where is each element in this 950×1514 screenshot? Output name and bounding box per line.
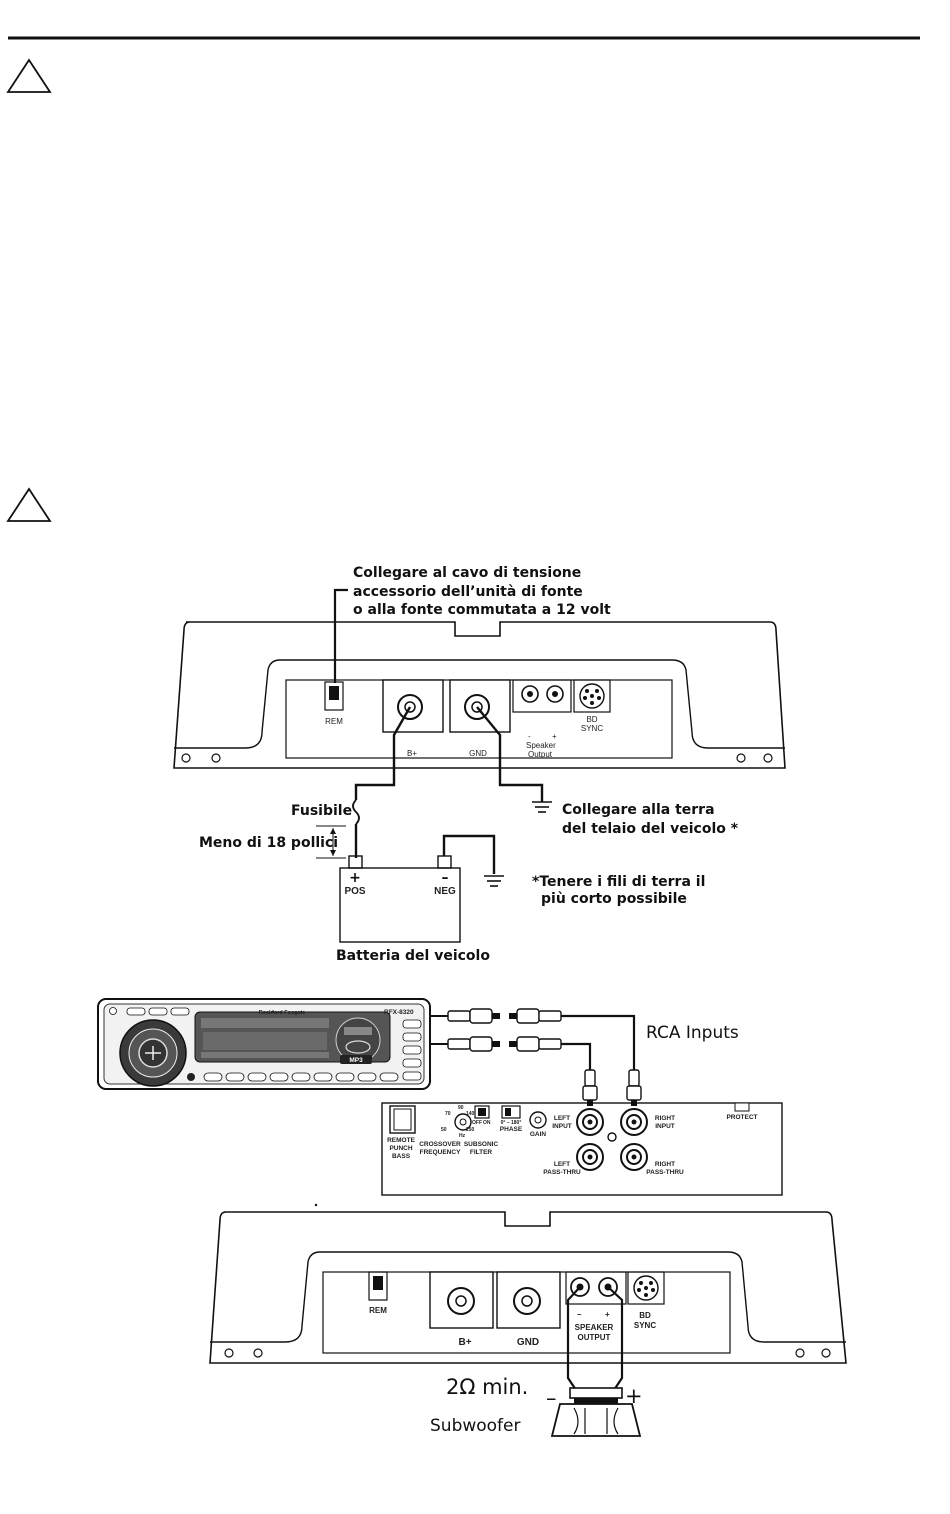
remote-label-2: PUNCH [389, 1145, 412, 1152]
distance-marker [316, 825, 346, 859]
remote-note-line-3: o alla fonte commutata a 12 volt [353, 602, 611, 618]
gnd-label: GND [469, 749, 487, 758]
speaker-wire-negative [566, 1286, 581, 1391]
remote-wire [333, 588, 348, 683]
distance-label: Meno di 18 pollici [199, 835, 338, 851]
right-pass-label-2: PASS-THRU [646, 1169, 684, 1176]
bplus-label: B+ [407, 749, 417, 758]
crossover-label-1: CROSSOVER [419, 1141, 461, 1148]
right-input-label-1: RIGHT [655, 1115, 675, 1122]
amplifier-top-view: REM B+ GND - + Speaker Output BD SYNC [173, 621, 786, 769]
neg-label: NEG [434, 886, 456, 897]
warning-triangle-icon [6, 487, 52, 522]
ground-wire [476, 706, 544, 802]
rca-inputs-label: RCA Inputs [646, 1023, 739, 1043]
left-pass-label-1: LEFT [554, 1161, 570, 1168]
right-input-label-2: INPUT [655, 1123, 675, 1130]
bd-label: BD [586, 715, 597, 724]
speaker-label: Speaker [526, 741, 556, 750]
pos-label: POS [344, 886, 365, 897]
amplifier-input-panel: REMOTE PUNCH BASS 70 90 140 50 250 Hz CR… [381, 1102, 783, 1196]
subsonic-label-1: SUBSONIC [464, 1141, 499, 1148]
chassis-ground-icon [532, 801, 552, 813]
output-label-bottom: OUTPUT [578, 1333, 611, 1342]
subsonic-label-2: FILTER [470, 1149, 493, 1156]
phase-label: PHASE [500, 1126, 523, 1133]
remote-note-line-1: Collegare al cavo di tensione [353, 565, 581, 581]
chassis-ground-line-2: del telaio del veicolo * [562, 821, 739, 837]
model-label: RFX-8320 [384, 1009, 414, 1016]
mp3-badge: MP3 [349, 1057, 363, 1064]
speaker-wire-positive [607, 1286, 624, 1391]
warning-triangle-icon [6, 58, 52, 93]
protect-label: PROTECT [726, 1114, 757, 1121]
remote-label-3: BASS [392, 1153, 411, 1160]
bplus-label-bottom: B+ [458, 1337, 471, 1348]
speaker-plus-label: + [552, 732, 557, 741]
power-wire [354, 706, 412, 800]
positive-sign: + [349, 870, 361, 886]
speaker-minus-bottom: – [577, 1310, 582, 1319]
xo-hz: Hz [459, 1133, 466, 1139]
subwoofer-minus: – [546, 1386, 557, 1410]
crossover-label-2: FREQUENCY [420, 1149, 461, 1156]
xo-140: 140 [466, 1111, 475, 1117]
brand-label: Rockford Fosgate [259, 1010, 306, 1016]
gnd-label-bottom: GND [517, 1337, 539, 1348]
impedance-label: 2Ω min. [446, 1375, 528, 1399]
chassis-ground-line-1: Collegare alla terra [562, 802, 715, 818]
subsonic-on: ON [483, 1120, 491, 1126]
speaker-plus-bottom: + [605, 1310, 610, 1319]
ground-note-line-1: *Tenere i fili di terra il [532, 874, 705, 890]
head-unit: MP3 Rockford Fosgate RFX-8320 [97, 998, 431, 1090]
negative-sign: – [442, 870, 449, 886]
speaker-label-bottom: SPEAKER [575, 1323, 614, 1332]
xo-250: 250 [466, 1127, 475, 1133]
vehicle-battery [339, 855, 461, 943]
fuse-icon [352, 799, 360, 825]
battery-ground-wire [442, 834, 496, 874]
battery-label: Batteria del veicolo [336, 948, 490, 964]
rem-label: REM [325, 717, 343, 726]
subwoofer-label: Subwoofer [430, 1416, 521, 1436]
gain-label: GAIN [530, 1131, 547, 1138]
left-input-label-2: INPUT [552, 1123, 572, 1130]
left-pass-label-2: PASS-THRU [543, 1169, 581, 1176]
phase-values: 0° – 180° [501, 1120, 522, 1126]
sync-label-bottom: SYNC [634, 1321, 656, 1330]
subwoofer-icon [550, 1387, 642, 1437]
amplifier-bottom-view: REM B+ GND – + SPEAKER OUTPUT BD SYNC [209, 1211, 847, 1364]
rem-label-bottom: REM [369, 1306, 387, 1315]
subsonic-off: OFF [472, 1120, 482, 1126]
remote-label-1: REMOTE [387, 1137, 415, 1144]
xo-50: 50 [441, 1127, 447, 1133]
rca-cables [430, 1008, 642, 1106]
battery-ground-icon [484, 875, 504, 887]
bd-label-bottom: BD [639, 1311, 651, 1320]
stray-dot [314, 1203, 318, 1207]
fuse-label: Fusibile [291, 803, 352, 819]
speaker-minus-label: - [528, 732, 531, 741]
xo-70: 70 [445, 1111, 451, 1117]
xo-90: 90 [458, 1105, 464, 1111]
output-label: Output [528, 750, 553, 759]
ground-note-line-2: più corto possibile [541, 891, 687, 907]
left-input-label-1: LEFT [554, 1115, 570, 1122]
remote-note-line-2: accessorio dell’unità di fonte [353, 584, 583, 600]
sync-label: SYNC [581, 724, 603, 733]
subwoofer-plus: + [625, 1384, 643, 1408]
right-pass-label-1: RIGHT [655, 1161, 675, 1168]
